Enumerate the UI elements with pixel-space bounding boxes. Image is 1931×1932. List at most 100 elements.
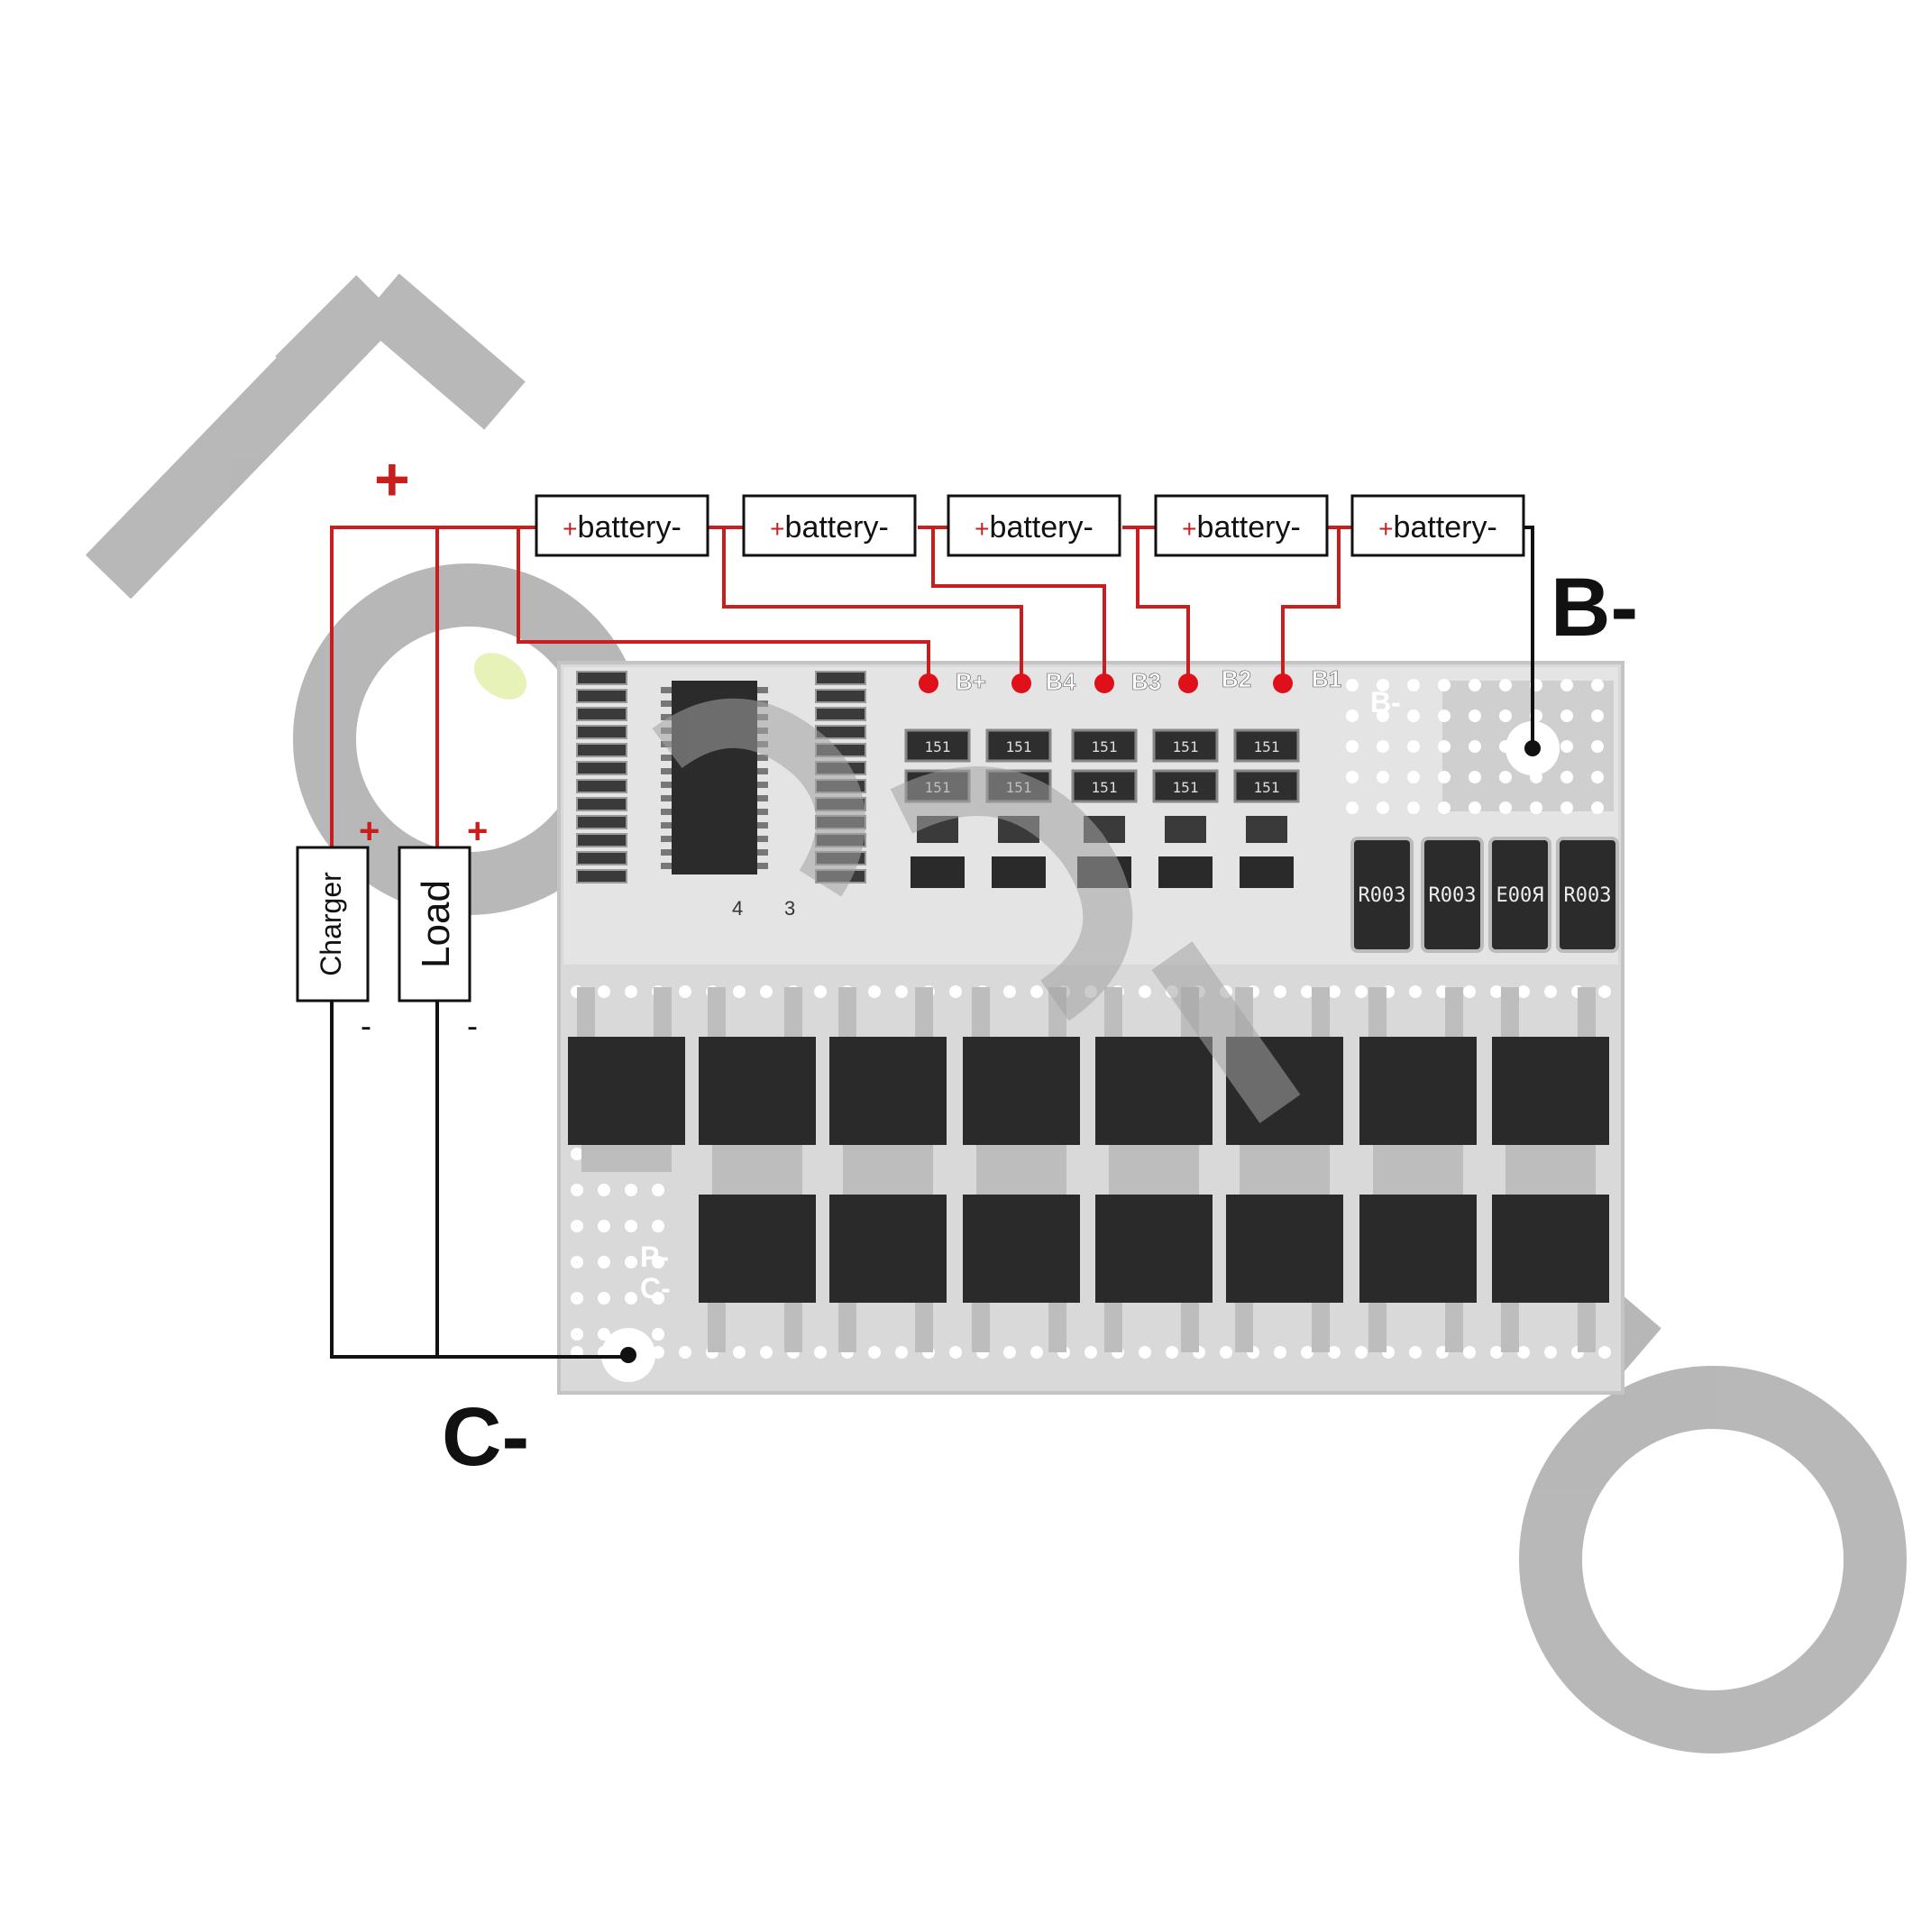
smd-resistor [576,833,627,847]
smd-resistor [576,707,627,721]
resistor-code: 151 [1006,738,1032,755]
balance-transistor [992,856,1046,888]
ic-pin [757,863,768,869]
battery-label: +battery- [770,510,889,545]
via [1139,1346,1151,1359]
via [1560,771,1573,783]
smd-resistor [576,797,627,811]
balance-resistor [1071,769,1138,803]
ic-pin [661,822,672,829]
mosfet-lead [1501,1303,1519,1352]
pin-mark-4: 4 [732,897,743,920]
via [571,1328,583,1341]
via [625,985,637,998]
b-minus-label: B- [1551,562,1638,654]
mosfet-top [568,1037,685,1145]
charger-plus: + [359,811,380,851]
via [625,1292,637,1305]
smd-resistor [576,851,627,865]
via [1499,771,1512,783]
sense-resistor [1350,837,1414,953]
via [571,1148,583,1160]
battery-plus: + [770,515,784,543]
battery-box: +battery- [947,494,1121,557]
battery-box: +battery- [1154,494,1329,557]
mosfet-tab [843,1167,933,1195]
via [1490,985,1503,998]
ic-pin [661,687,672,693]
via [1407,710,1420,722]
battery-minus: - [1290,510,1300,545]
balance-transistor [1158,856,1213,888]
via [1377,679,1389,691]
via [1301,985,1313,998]
via [1469,710,1481,722]
via [598,985,610,998]
pcb-b-minus-label: B- [1370,686,1401,719]
via [1438,710,1451,722]
via [814,985,827,998]
via [733,985,746,998]
resistor-code: 151 [1254,738,1280,755]
mosfet-tab [1109,1167,1199,1195]
via [679,1346,691,1359]
battery-text: battery [785,510,879,545]
ic-pin [757,755,768,761]
via [814,1346,827,1359]
mosfet-tab [1373,1167,1463,1195]
ic-pin [757,768,768,774]
via [1220,1346,1232,1359]
battery-frame [535,494,709,557]
via [949,985,962,998]
smd-resistor [576,743,627,757]
ic-pin [757,836,768,842]
mosfet-lead [1445,987,1463,1037]
battery-box: +battery- [1350,494,1525,557]
via [1139,985,1151,998]
load-plus: + [467,811,488,851]
battery-plus: + [1182,515,1196,543]
via [625,1220,637,1232]
via [1438,679,1451,691]
mosfet-lead [838,987,856,1037]
via [1591,801,1604,814]
resistor-code: 151 [1173,738,1199,755]
charger-device: Charger + - [296,811,380,1044]
mosfet-lead [1578,987,1596,1037]
via [1499,679,1512,691]
via [1301,1346,1313,1359]
mosfet-top [963,1037,1080,1145]
mosfet-lead [915,1303,933,1352]
mosfet-bottom [1226,1195,1343,1303]
resistor-code: 151 [1092,738,1118,755]
watermark-dot [473,653,527,700]
resistor-code: 151 [925,738,951,755]
load-label: Load [414,880,458,968]
via [1346,679,1359,691]
mosfet-lead [915,987,933,1037]
balance-resistor [1152,769,1219,803]
via [1407,740,1420,753]
via [1407,801,1420,814]
via [598,1292,610,1305]
mosfet-tab [581,1145,672,1172]
via [1355,985,1368,998]
mosfet-bottom [1492,1195,1609,1303]
balance-transistor [911,856,965,888]
balance-resistor [904,728,971,763]
via [1560,740,1573,753]
mosfet-lead [784,1303,802,1352]
via [868,985,881,998]
sense-resistor [1421,837,1484,953]
via [625,1184,637,1196]
via [1591,740,1604,753]
via [1274,985,1286,998]
via [1560,679,1573,691]
smd-resistor [576,815,627,829]
mosfet-lead [708,1303,726,1352]
via [1499,801,1512,814]
mosfet-lead [1368,987,1386,1037]
battery-text: battery [1197,510,1291,545]
mosfet-tab [712,1167,802,1195]
